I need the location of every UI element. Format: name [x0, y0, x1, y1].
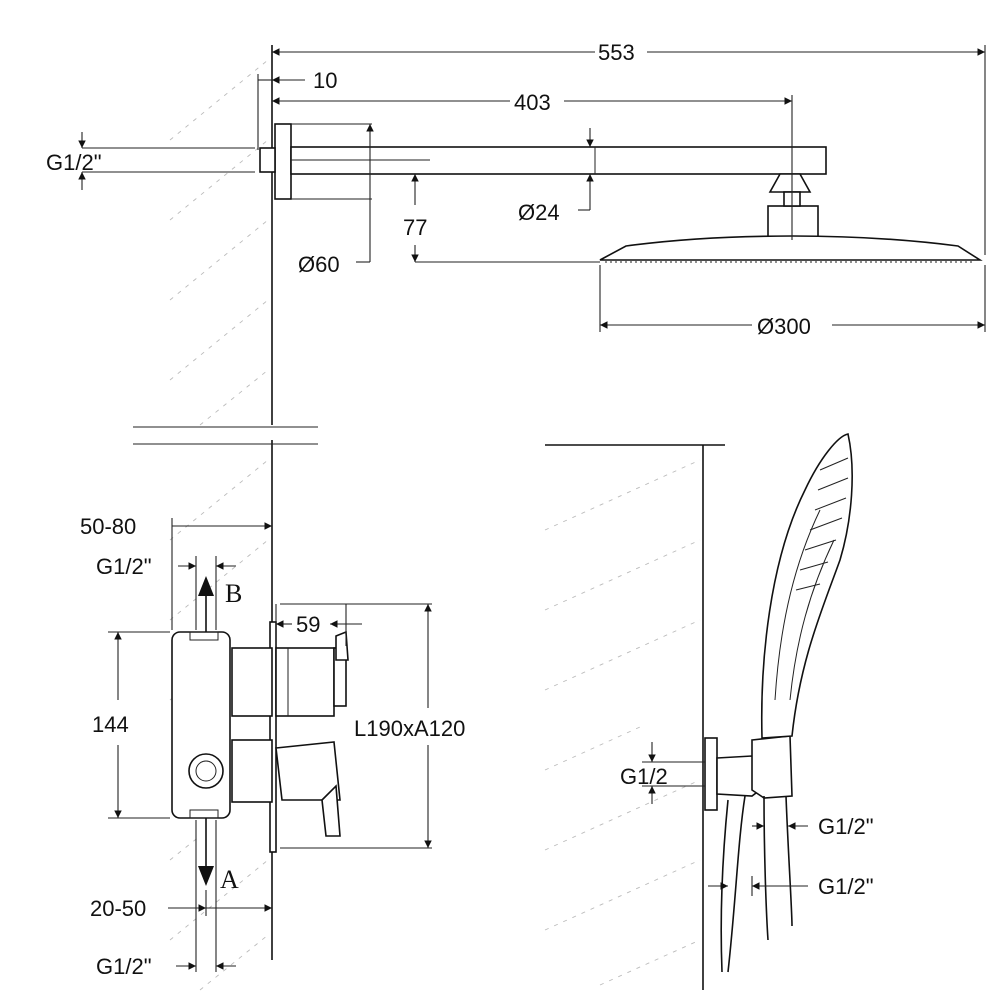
diverter-knob — [188, 753, 224, 789]
shower-arm-assembly — [259, 123, 983, 263]
dim-20-50: 20-50 — [90, 890, 272, 921]
inlet-nut — [259, 147, 276, 173]
dim-24: Ø24 — [518, 128, 594, 225]
hand-shower-handle — [760, 433, 853, 739]
dim-10-label: 10 — [313, 68, 337, 93]
mixer-lever — [321, 784, 341, 837]
dim-hs-hose-thread: G1/2" — [708, 874, 874, 899]
spray-nozzles — [795, 457, 849, 591]
wall-hatch-upper — [169, 59, 269, 426]
flow-arrow-b: B — [198, 576, 242, 632]
mixer-body — [171, 631, 231, 819]
shower-head — [599, 235, 983, 261]
dim-mixer-thread-top: G1/2" — [96, 554, 236, 630]
dim-50-80-label: 50-80 — [80, 514, 136, 539]
wall-hatch-right — [544, 459, 701, 986]
flow-label-a: A — [220, 865, 239, 894]
dim-300: Ø300 — [599, 265, 986, 340]
dim-60-label: Ø60 — [298, 252, 340, 277]
dim-mixer-thread-bottom: G1/2" — [96, 820, 236, 979]
dim-10: 10 — [257, 68, 337, 150]
dim-77: 77 — [403, 174, 600, 263]
cover-plate — [269, 621, 277, 853]
flow-arrow-a: A — [198, 818, 239, 894]
diverter-handle — [275, 647, 335, 717]
dim-20-50-label: 20-50 — [90, 896, 146, 921]
ball-joint — [768, 173, 812, 193]
dim-plate-label: L190xA120 — [354, 716, 465, 741]
dim-hs-outlet-thread-label: G1/2" — [818, 814, 874, 839]
dim-553-label: 553 — [598, 40, 635, 65]
wall-flange — [274, 123, 292, 200]
dim-59-label: 59 — [296, 612, 320, 637]
dim-inlet-thread-label: G1/2" — [46, 150, 102, 175]
dim-144-label: 144 — [92, 712, 129, 737]
diverter-stem — [231, 647, 273, 717]
dim-inlet-thread: G1/2" — [46, 132, 255, 190]
dim-77-label: 77 — [403, 215, 427, 240]
dim-59: 59 — [275, 604, 362, 646]
hand-shower-holder — [751, 735, 793, 799]
head-connector — [767, 205, 819, 240]
dim-mixer-thread-bottom-label: G1/2" — [96, 954, 152, 979]
dim-553: 553 — [272, 38, 986, 255]
mixer-assembly — [171, 621, 349, 853]
dim-mixer-thread-top-label: G1/2" — [96, 554, 152, 579]
dim-403: 403 — [272, 88, 793, 240]
diverter-lever — [335, 630, 349, 661]
mixer-stem — [231, 739, 273, 803]
dim-hs-hose-thread-label: G1/2" — [818, 874, 874, 899]
dim-hs-wall-thread-label: G1/2 — [620, 764, 668, 789]
flow-label-b: B — [225, 579, 242, 608]
hand-shower-assembly — [704, 433, 853, 973]
mixer-handle — [275, 741, 341, 801]
dim-144: 144 — [92, 631, 170, 819]
dim-60: Ø60 — [291, 123, 374, 277]
dim-403-label: 403 — [514, 90, 551, 115]
dim-plate: L190xA120 — [280, 603, 465, 849]
wall-outlet-flange — [704, 737, 718, 811]
dim-hs-wall-thread: G1/2 — [620, 742, 705, 804]
dim-24-label: Ø24 — [518, 200, 560, 225]
shower-hose — [727, 795, 746, 973]
dim-50-80: 50-80 — [80, 514, 272, 630]
dim-300-label: Ø300 — [757, 314, 811, 339]
dim-hs-outlet-thread: G1/2" — [752, 814, 874, 839]
